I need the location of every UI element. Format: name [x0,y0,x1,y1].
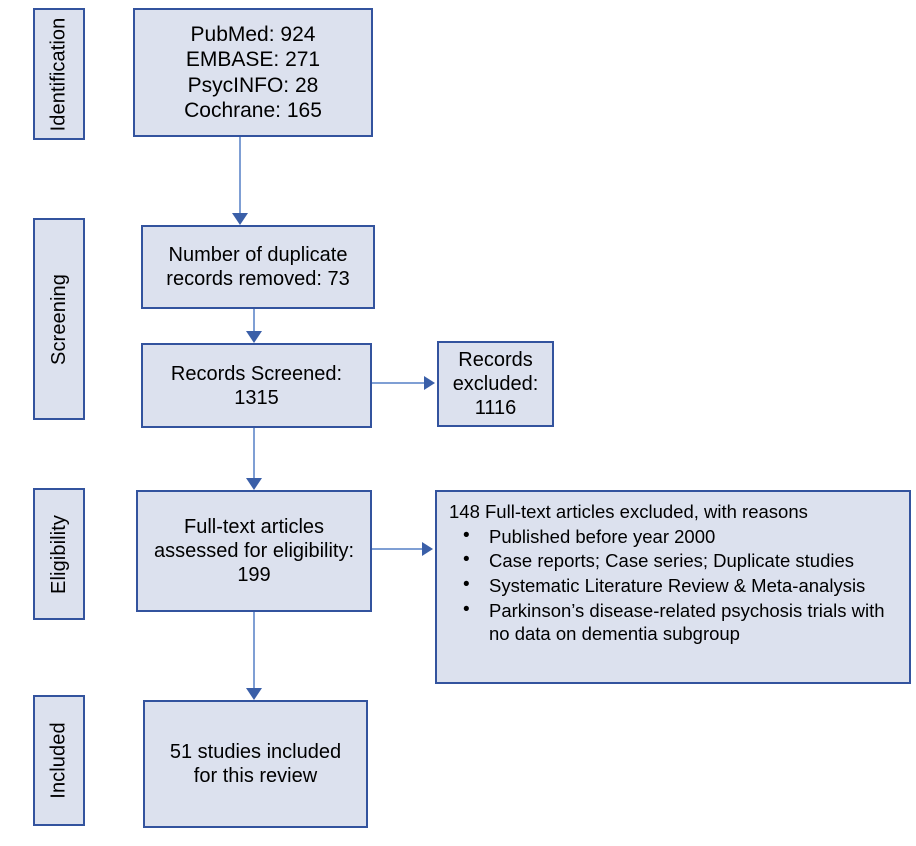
arrow-right-icon [422,542,433,556]
arrow-down-icon [246,331,262,343]
box-records-screened: Records Screened: 1315 [141,343,372,428]
stage-label-eligibility: Eligibility [33,488,85,620]
list-item: Parkinson’s disease-related psychosis tr… [463,598,899,646]
box-exclusion-reasons: 148 Full-text articles excluded, with re… [435,490,911,684]
connector-screened-to-excluded-line [372,382,426,384]
box-duplicates-removed: Number of duplicate records removed: 73 [141,225,375,309]
exclusion-reasons-heading: 148 Full-text articles excluded, with re… [449,501,808,522]
list-item: Systematic Literature Review & Meta-anal… [463,573,899,598]
stage-label-eligibility-text: Eligibility [47,514,70,594]
list-item: Case reports; Case series; Duplicate stu… [463,548,899,573]
stage-label-identification-text: Identification [47,17,70,131]
connector-sources-to-duplicates-line [239,137,241,215]
arrow-down-icon [232,213,248,225]
arrow-down-icon [246,688,262,700]
list-item: Published before year 2000 [463,524,899,549]
connector-fulltext-to-included-line [253,612,255,690]
connector-fulltext-to-reasons-line [372,548,424,550]
connector-duplicates-to-screened-line [253,309,255,333]
box-records-screened-text: Records Screened: 1315 [170,362,343,409]
box-records-excluded-text: Records excluded: 1116 [452,349,539,419]
stage-label-screening: Screening [33,218,85,420]
stage-label-included: Included [33,695,85,826]
box-duplicates-removed-text: Number of duplicate records removed: 73 [166,244,350,290]
box-fulltext-assessed-text: Full-text articles assessed for eligibil… [153,516,355,586]
box-database-sources: PubMed: 924 EMBASE: 271 PsycINFO: 28 Coc… [133,8,373,137]
connector-screened-to-fulltext-line [253,428,255,480]
stage-label-included-text: Included [47,722,70,799]
arrow-down-icon [246,478,262,490]
box-fulltext-assessed: Full-text articles assessed for eligibil… [136,490,372,612]
box-studies-included: 51 studies included for this review [143,700,368,828]
box-records-excluded: Records excluded: 1116 [437,341,554,427]
arrow-right-icon [424,376,435,390]
box-database-sources-text: PubMed: 924 EMBASE: 271 PsycINFO: 28 Coc… [184,23,322,122]
stage-label-screening-text: Screening [47,273,70,365]
box-studies-included-text: 51 studies included for this review [169,741,342,787]
stage-label-identification: Identification [33,8,85,140]
exclusion-reasons-list: Published before year 2000 Case reports;… [447,524,899,646]
